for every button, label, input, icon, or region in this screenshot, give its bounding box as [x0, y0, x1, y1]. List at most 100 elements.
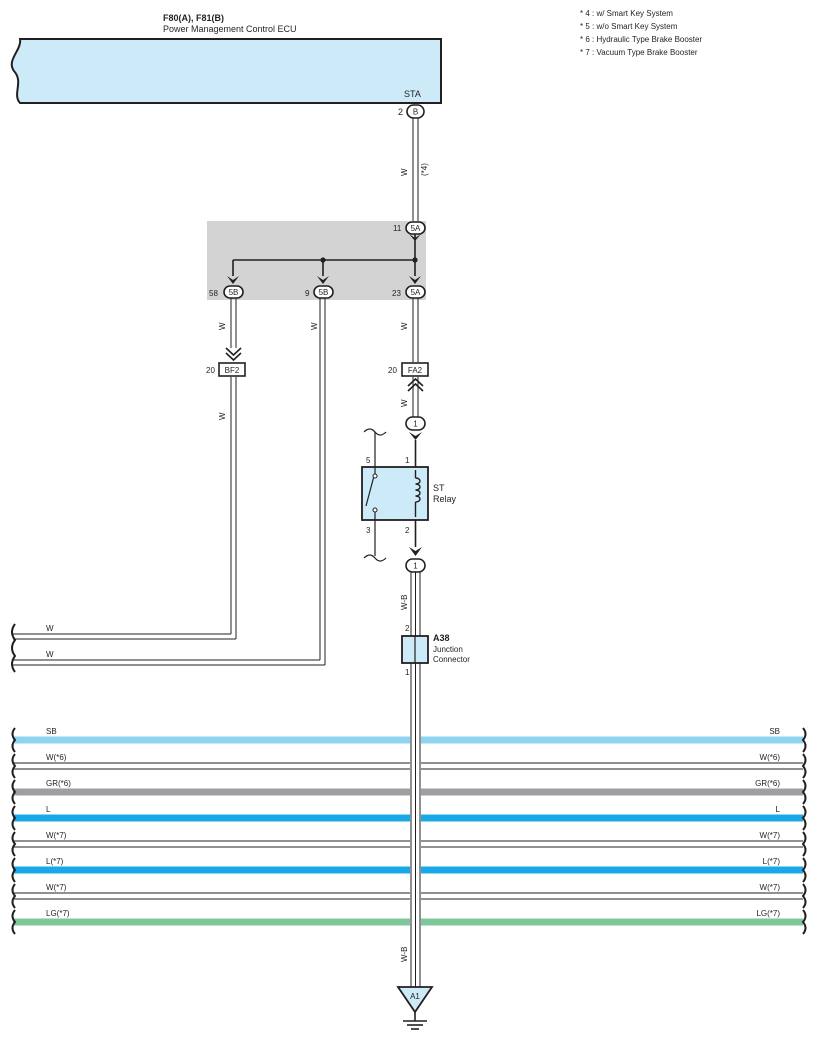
- harness-label-right: W(*6): [760, 753, 781, 762]
- wire-color-label: W: [400, 322, 409, 330]
- harness-label-left: SB: [46, 727, 57, 736]
- wire-relay-to-a38[interactable]: [410, 572, 421, 636]
- relay-body: [361, 466, 429, 521]
- wire-color-label: W-B: [400, 595, 409, 610]
- harness-left-break: [11, 623, 17, 673]
- connector-fa2-label: FA2: [408, 366, 423, 375]
- ecu-connector[interactable]: B: [406, 104, 425, 119]
- harness-label-right: GR(*6): [755, 779, 780, 788]
- a38-line2: Connector: [433, 655, 470, 664]
- ecu-terminal-name: STA: [404, 89, 421, 99]
- relay-connector-top[interactable]: 1: [405, 416, 426, 431]
- harness-label-right: LG(*7): [756, 909, 780, 918]
- harness-label-left: W(*7): [46, 883, 67, 892]
- wire-color-label: W: [310, 322, 319, 330]
- wire-bf2-branch[interactable]: [13, 298, 242, 640]
- harness-wire[interactable]: GR(*6)GR(*6): [11, 779, 807, 805]
- wire-color-label: W: [218, 412, 227, 420]
- a38-junction-connector[interactable]: 2 1 A38 Junction Connector: [401, 624, 470, 677]
- harness-label-right: W(*7): [760, 883, 781, 892]
- connector-bf2[interactable]: 20 BF2: [206, 362, 246, 377]
- harness-label-right: L: [776, 805, 781, 814]
- harness-break-mark: [11, 909, 17, 935]
- harness-label-right: SB: [769, 727, 780, 736]
- harness-wire[interactable]: LG(*7) LG(*7): [11, 909, 807, 935]
- harness-label-left: L(*7): [46, 857, 64, 866]
- junction-pin-58: 58: [209, 289, 218, 298]
- relay-pin-5: 5: [366, 456, 371, 465]
- a38-code: A38: [433, 633, 450, 643]
- harness-break-mark: [801, 727, 807, 753]
- note-line: * 5 : w/o Smart Key System: [580, 22, 678, 31]
- harness-wire[interactable]: L(*7) L(*7): [11, 857, 807, 883]
- harness-left-label: W: [46, 624, 54, 633]
- harness-break-mark: [801, 831, 807, 857]
- harness-break-mark: [11, 779, 17, 805]
- ground-label: A1: [410, 992, 420, 1001]
- relay-pin-1: 1: [405, 456, 410, 465]
- junction-pin-23: 23: [392, 289, 401, 298]
- a38-pin-bottom: 1: [405, 668, 410, 677]
- harness-break-mark: [801, 883, 807, 909]
- relay-pin-3: 3: [366, 526, 371, 535]
- ecu-pin: 2: [398, 107, 403, 117]
- connector-fa2[interactable]: 20 FA2: [388, 362, 429, 377]
- junction-connector-9-label: 5B: [319, 288, 329, 297]
- connector-bf2-label: BF2: [225, 366, 240, 375]
- harness-left-label: W: [46, 650, 54, 659]
- wire-color-label: W: [218, 322, 227, 330]
- connector-fa2-pin: 20: [388, 366, 397, 375]
- harness-break-mark: [11, 753, 17, 779]
- junction-connector-58-label: 5B: [229, 288, 239, 297]
- note-line: * 6 : Hydraulic Type Brake Booster: [580, 35, 702, 44]
- wire-color-label: W: [400, 168, 409, 176]
- ecu-name: Power Management Control ECU: [163, 24, 297, 34]
- harness-break-mark: [11, 857, 17, 883]
- relay-name-line2: Relay: [433, 494, 457, 504]
- harness-break-mark: [11, 727, 17, 753]
- ecu-body: [10, 38, 442, 104]
- junction-connector-23[interactable]: 5A: [405, 285, 426, 299]
- junction-connector-top[interactable]: 5A: [405, 221, 426, 235]
- harness-break-mark: [801, 909, 807, 935]
- junction-connector-9[interactable]: 5B: [313, 285, 334, 299]
- relay-connector-bottom[interactable]: 1: [405, 558, 426, 573]
- harness-break-mark: [801, 779, 807, 805]
- wire-ecu-to-junction[interactable]: [412, 118, 419, 221]
- harness-break-mark: [11, 883, 17, 909]
- harness-break-mark: [801, 753, 807, 779]
- wire-color-label: W: [400, 399, 409, 407]
- ecu-title: F80(A), F81(B): [163, 13, 224, 23]
- harness-label-right: L(*7): [763, 857, 781, 866]
- junction-connector-58[interactable]: 5B: [223, 285, 244, 299]
- a38-pin-top: 2: [405, 624, 410, 633]
- a38-line1: Junction: [433, 645, 463, 654]
- harness-label-left: LG(*7): [46, 909, 70, 918]
- harness-label-left: W(*7): [46, 831, 67, 840]
- harness-wire[interactable]: W(*6) W(*6): [11, 753, 807, 779]
- relay-pin-2: 2: [405, 526, 410, 535]
- st-relay[interactable]: 1 5 3 1 2 ST Relay 1: [361, 416, 457, 573]
- connector-bf2-pin: 20: [206, 366, 215, 375]
- ecu-block[interactable]: F80(A), F81(B) Power Management Control …: [10, 13, 442, 119]
- harness-label-left: W(*6): [46, 753, 67, 762]
- wire-color-label: W-B: [400, 947, 409, 962]
- wire-fa2-branch[interactable]: [407, 298, 424, 417]
- junction-block[interactable]: 11 5A 58 5B 9 5B 23 5A: [207, 221, 426, 300]
- wire-9-branch[interactable]: [13, 298, 326, 666]
- relay-connector-top-label: 1: [413, 420, 418, 429]
- junction-connector-top-label: 5A: [411, 224, 421, 233]
- ecu-connector-label: B: [413, 108, 418, 117]
- harness-wire[interactable]: W(*7) W(*7): [11, 883, 807, 909]
- relay-coil: [415, 477, 421, 503]
- junction-pin-9: 9: [305, 289, 310, 298]
- harness-break-mark: [11, 831, 17, 857]
- harness-wire[interactable]: W(*7)W(*7): [11, 831, 807, 857]
- relay-name-line1: ST: [433, 483, 445, 493]
- notes-block: * 4 : w/ Smart Key System * 5 : w/o Smar…: [580, 9, 702, 57]
- wire-note-label: (*4): [420, 163, 429, 176]
- harness-wire[interactable]: SB SB: [11, 727, 807, 753]
- ground-symbol[interactable]: A1: [396, 986, 434, 1030]
